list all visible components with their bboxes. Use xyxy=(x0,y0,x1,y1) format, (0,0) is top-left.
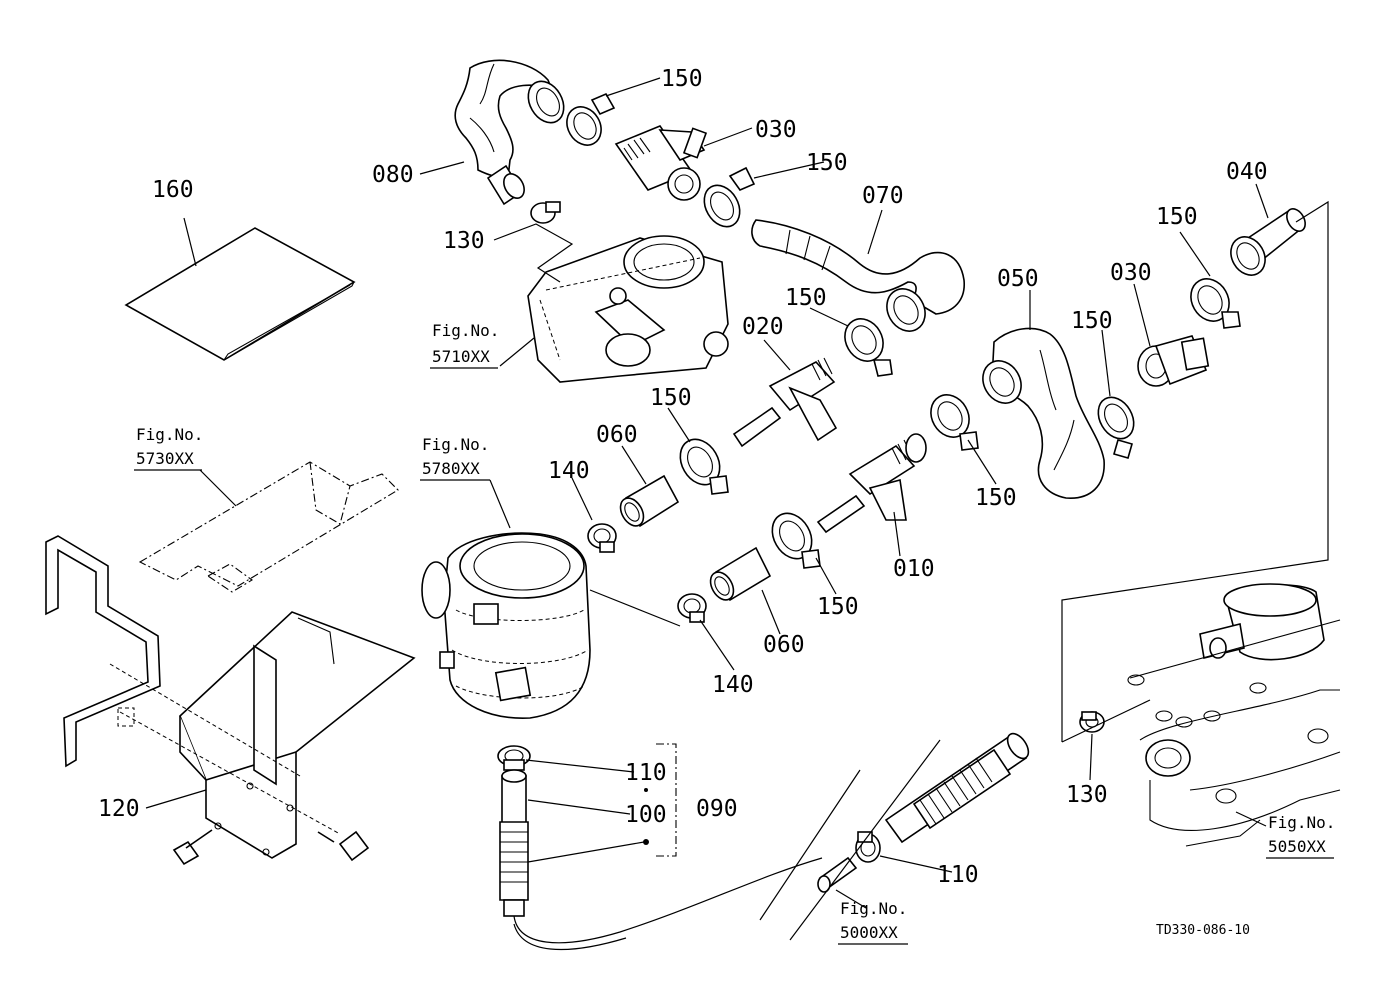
frame-lines xyxy=(1061,200,1329,743)
callout-140: 140 xyxy=(712,672,754,698)
part-100-pipe xyxy=(499,769,529,917)
fig-ref-5050: Fig.No. 5050XX xyxy=(1266,813,1335,859)
part-020-sensor xyxy=(732,357,838,448)
bracket-5730 xyxy=(138,461,399,593)
callout-150: 150 xyxy=(661,66,703,92)
fig-ref-5780: Fig.No. 5780XX xyxy=(420,435,490,481)
callout-060: 060 xyxy=(596,422,638,448)
callout-010: 010 xyxy=(893,556,935,582)
callout-080: 080 xyxy=(372,162,414,188)
part-070-hose xyxy=(751,219,965,332)
part-130-clip-lower xyxy=(1079,711,1105,733)
callout-140: 140 xyxy=(548,458,590,484)
part-050-hose xyxy=(982,327,1105,499)
callout-040: 040 xyxy=(1226,159,1268,185)
fig-ref-label: Fig.No. xyxy=(136,425,203,444)
callout-100: 100 xyxy=(625,802,667,828)
callout-150: 150 xyxy=(1156,204,1198,230)
part-110-clip-upper xyxy=(497,745,531,771)
part-130-clip-upper xyxy=(530,201,561,224)
fig-ref-5730: Fig.No. 5730XX xyxy=(134,425,203,471)
part-150-clamp-1 xyxy=(566,92,616,146)
part-150-clamp-5 xyxy=(930,394,979,451)
part-030-sensor-upper xyxy=(614,125,708,201)
callout-070: 070 xyxy=(862,183,904,209)
fig-ref-label: Fig.No. xyxy=(432,321,499,340)
part-140-clip-lower xyxy=(677,593,707,623)
callout-160: 160 xyxy=(152,177,194,203)
throttle-body-5710 xyxy=(527,235,729,383)
bolt-right xyxy=(317,830,370,862)
part-030-sensor-lower xyxy=(1137,335,1210,387)
leader-lines xyxy=(145,77,1269,941)
housing-5780 xyxy=(421,532,591,719)
part-140-clip-upper xyxy=(587,523,617,553)
part-080-hose xyxy=(454,59,565,206)
fig-ref-number: 5730XX xyxy=(136,449,194,468)
fig-ref-label: Fig.No. xyxy=(422,435,489,454)
fig-ref-label: Fig.No. xyxy=(840,899,907,918)
bracket-090 xyxy=(643,743,677,857)
callout-020: 020 xyxy=(742,314,784,340)
part-160-sheet xyxy=(124,227,356,361)
callout-150: 150 xyxy=(785,285,827,311)
fig-ref-number: 5050XX xyxy=(1268,837,1326,856)
part-120-bracket xyxy=(45,535,416,859)
fig-ref-number: 5000XX xyxy=(840,923,898,942)
part-060-sleeve-upper xyxy=(619,474,680,528)
callout-150: 150 xyxy=(817,594,859,620)
engine-head-5050 xyxy=(1127,583,1341,847)
part-150-clamp-2 xyxy=(703,166,756,228)
callout-130: 130 xyxy=(443,228,485,254)
part-150-clamp-6 xyxy=(771,512,821,569)
part-150-clamp-8 xyxy=(1190,278,1241,329)
part-150-clamp-4 xyxy=(679,438,729,495)
callout-030: 030 xyxy=(1110,260,1152,286)
part-040-pipe xyxy=(1230,208,1306,276)
callout-labels: 160 150 030 150 080 130 070 040 150 050 … xyxy=(98,66,1268,888)
part-010-sensor xyxy=(816,433,927,534)
callout-030: 030 xyxy=(755,117,797,143)
part-150-clamp-3 xyxy=(844,318,893,377)
fig-ref-number: 5710XX xyxy=(432,347,490,366)
callout-150: 150 xyxy=(650,385,692,411)
callout-120: 120 xyxy=(98,796,140,822)
callout-110: 110 xyxy=(937,862,979,888)
callout-150: 150 xyxy=(975,485,1017,511)
breather-tube xyxy=(513,857,823,951)
fig-ref-5000: Fig.No. 5000XX xyxy=(838,899,908,945)
part-hose-right xyxy=(884,732,1030,844)
fig-ref-5710: Fig.No. 5710XX xyxy=(430,321,499,369)
callout-060: 060 xyxy=(763,632,805,658)
diagram-code: TD330-086-10 xyxy=(1156,923,1250,938)
bolt-left xyxy=(172,829,213,866)
fitting-5000 xyxy=(817,856,858,893)
part-060-sleeve-lower xyxy=(709,546,772,602)
part-150-clamp-7 xyxy=(1097,396,1135,459)
fig-ref-number: 5780XX xyxy=(422,459,480,478)
part-110-clip-lower xyxy=(855,831,881,863)
fig-ref-label: Fig.No. xyxy=(1268,813,1335,832)
callout-130: 130 xyxy=(1066,782,1108,808)
callout-150: 150 xyxy=(806,150,848,176)
callout-050: 050 xyxy=(997,266,1039,292)
callout-110: 110 xyxy=(625,760,667,786)
callout-090: 090 xyxy=(696,796,738,822)
callout-150: 150 xyxy=(1071,308,1113,334)
